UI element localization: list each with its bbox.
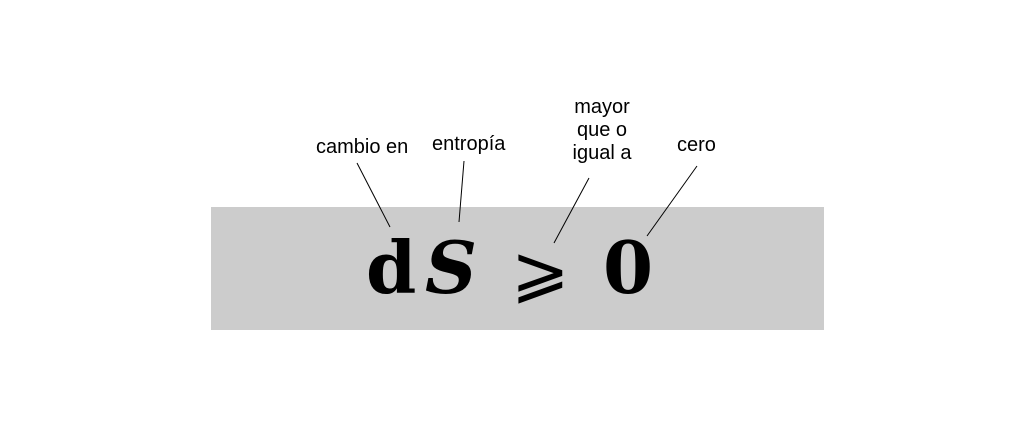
label-greater-equal: mayor que o igual a <box>572 96 632 164</box>
label-change-in: cambio en <box>316 136 409 158</box>
differential-symbol: d <box>366 225 417 310</box>
entropy-symbol: S <box>425 225 477 310</box>
label-entropy: entropía <box>432 133 506 155</box>
formula-band <box>211 207 824 330</box>
greater-equal-symbol: ⩾ <box>511 230 570 312</box>
zero-symbol: 0 <box>603 225 654 310</box>
label-zero: cero <box>677 134 716 156</box>
